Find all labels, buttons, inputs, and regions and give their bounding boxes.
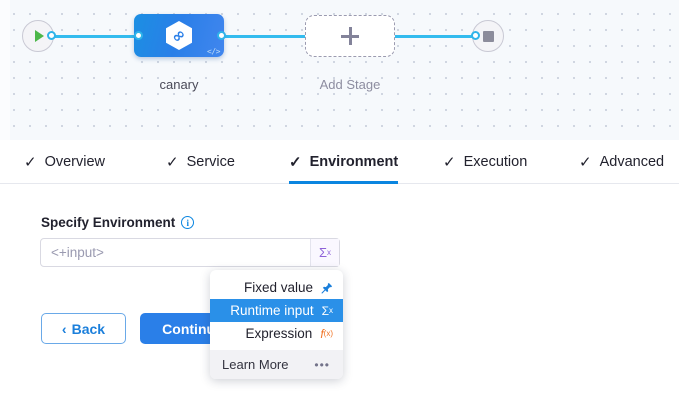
tab-environment[interactable]: ✓ Environment bbox=[289, 140, 399, 184]
add-stage-node[interactable] bbox=[305, 15, 395, 57]
info-icon[interactable]: i bbox=[181, 216, 195, 229]
tab-overview[interactable]: ✓ Overview bbox=[24, 140, 105, 184]
connector-addstage-to-end bbox=[392, 35, 478, 38]
tab-label: Advanced bbox=[599, 154, 665, 170]
step-tab-bar: ✓ Overview ✓ Service ✓ Environment ✓ Exe… bbox=[0, 140, 679, 184]
infinity-glyph: ∞ bbox=[167, 23, 190, 47]
dropdown-item-label: Expression bbox=[245, 326, 313, 341]
port-canary-out[interactable] bbox=[217, 31, 226, 40]
pipeline-canvas[interactable]: ∞ </> canary Add Stage bbox=[0, 0, 679, 140]
fx-icon: f(x) bbox=[320, 326, 333, 341]
field-label-text: Specify Environment bbox=[41, 215, 176, 230]
active-tab-underline bbox=[289, 181, 399, 184]
canvas-left-fade bbox=[0, 0, 10, 140]
tab-execution[interactable]: ✓ Execution bbox=[443, 140, 527, 184]
learn-more-label: Learn More bbox=[222, 357, 289, 372]
sigma-sup: x bbox=[327, 248, 332, 257]
check-icon: ✓ bbox=[166, 153, 179, 171]
tab-label: Overview bbox=[44, 154, 106, 170]
fx-glyph: f bbox=[320, 326, 324, 341]
port-canary-in[interactable] bbox=[134, 31, 143, 40]
chevron-left-icon: ‹ bbox=[61, 320, 67, 337]
dropdown-item-fixed-value[interactable]: Fixed value bbox=[210, 276, 343, 299]
stop-icon bbox=[482, 30, 494, 42]
learn-more-row[interactable]: Learn More ••• bbox=[210, 350, 343, 379]
continue-button-label: Continue bbox=[162, 320, 223, 337]
dropdown-item-label: Runtime input bbox=[230, 303, 314, 318]
check-icon: ✓ bbox=[443, 153, 456, 171]
tab-label: Execution bbox=[463, 154, 528, 170]
connector-canary-to-addstage bbox=[222, 35, 310, 38]
tab-advanced[interactable]: ✓ Advanced bbox=[579, 140, 664, 184]
port-end-in[interactable] bbox=[471, 31, 480, 40]
connector-start-to-canary bbox=[50, 35, 142, 38]
port-start-out[interactable] bbox=[47, 31, 56, 40]
tab-label: Environment bbox=[309, 154, 399, 170]
back-button-label: Back bbox=[71, 320, 106, 337]
pin-icon bbox=[321, 282, 333, 294]
stage-node-canary[interactable]: ∞ </> bbox=[134, 14, 224, 57]
play-icon bbox=[35, 30, 44, 42]
plus-icon bbox=[341, 27, 359, 45]
check-icon: ✓ bbox=[289, 153, 302, 171]
sigma-glyph: Σ bbox=[318, 245, 328, 260]
stage-label-canary: canary bbox=[159, 77, 199, 92]
code-badge-icon: </> bbox=[207, 47, 220, 56]
add-stage-label: Add Stage bbox=[319, 77, 381, 92]
harness-hexagon-icon: ∞ bbox=[166, 21, 192, 50]
check-icon: ✓ bbox=[24, 153, 37, 171]
dropdown-item-label: Fixed value bbox=[243, 280, 313, 295]
dropdown-item-expression[interactable]: Expression f(x) bbox=[210, 322, 343, 345]
sigma-glyph: Σ bbox=[321, 303, 329, 318]
tab-label: Service bbox=[186, 154, 235, 170]
back-button[interactable]: ‹ Back bbox=[41, 313, 126, 344]
specify-environment-input[interactable]: <+input> bbox=[51, 245, 104, 260]
check-icon: ✓ bbox=[579, 153, 592, 171]
specify-environment-label: Specify Environment i bbox=[41, 215, 195, 230]
tab-service[interactable]: ✓ Service bbox=[166, 140, 235, 184]
more-dots-icon[interactable]: ••• bbox=[314, 357, 330, 372]
